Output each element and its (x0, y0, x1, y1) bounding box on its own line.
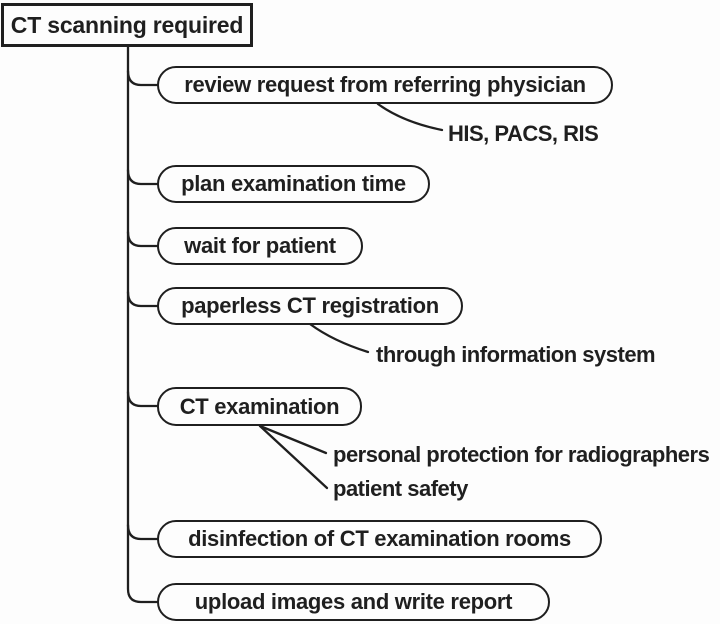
node-upload-images-report: upload images and write report (157, 583, 550, 621)
leaf-connector-information-system (308, 322, 370, 354)
leaf-personal-protection: personal protection for radiographers (333, 442, 710, 467)
node-label: review request from referring physician (184, 72, 586, 97)
node-label: disinfection of CT examination rooms (188, 526, 571, 551)
node-label: wait for patient (184, 233, 336, 258)
branch-line-paperless-registration (126, 290, 160, 308)
node-plan-examination-time: plan examination time (157, 165, 430, 203)
leaf-his-pacs-ris: HIS, PACS, RIS (448, 121, 599, 146)
branch-line-review-request (126, 69, 160, 87)
leaf-through-information-system: through information system (376, 342, 656, 367)
node-review-request: review request from referring physician (157, 66, 613, 104)
branch-line-ct-examination (126, 390, 160, 408)
leaf-patient-safety: patient safety (333, 476, 468, 501)
node-disinfection-rooms: disinfection of CT examination rooms (157, 520, 602, 558)
root-node-label: CT scanning required (10, 11, 244, 38)
root-node-ct-scanning-required: CT scanning required (1, 3, 253, 47)
branch-line-plan-examination (126, 168, 160, 186)
node-label: CT examination (179, 393, 340, 419)
leaf-connector-patient-safety (258, 424, 329, 490)
branch-line-disinfection (126, 523, 160, 541)
node-wait-for-patient: wait for patient (157, 227, 363, 265)
node-paperless-ct-registration: paperless CT registration (157, 287, 463, 325)
leaf-connector-his-pacs-ris (376, 102, 444, 132)
node-label: paperless CT registration (181, 293, 439, 318)
node-label: upload images and write report (194, 589, 513, 614)
node-label: plan examination time (181, 171, 406, 196)
branch-line-wait-for-patient (126, 230, 160, 248)
leaf-connector-personal-protection (258, 424, 328, 455)
trunk-line (126, 45, 160, 604)
node-ct-examination: CT examination (157, 387, 362, 426)
